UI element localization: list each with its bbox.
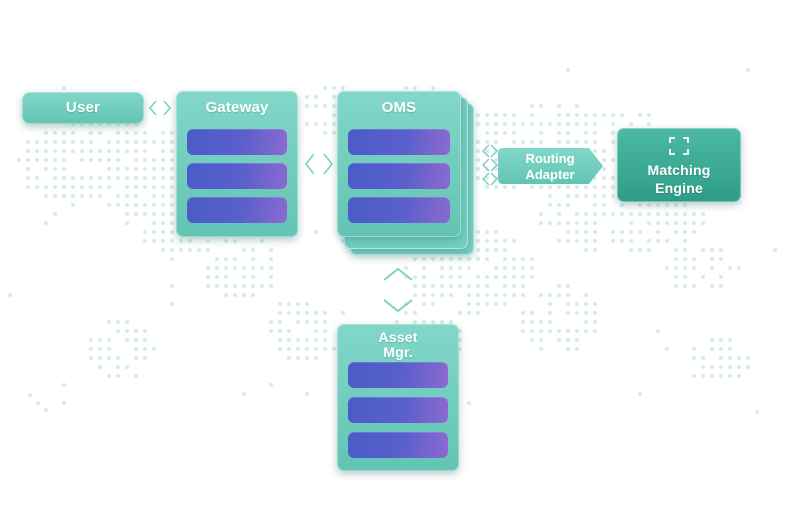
routing-adapter-node[interactable]: Routing Adapter xyxy=(497,147,603,185)
oms-bar-1 xyxy=(348,129,450,155)
matching-engine-label-line-2: Engine xyxy=(655,180,703,196)
gateway-label: Gateway xyxy=(205,99,269,116)
user-node[interactable]: User xyxy=(22,92,144,124)
gateway-node[interactable]: Gateway xyxy=(176,91,298,237)
asset-mgr-bar-1 xyxy=(348,362,448,388)
oms-node[interactable]: OMS xyxy=(337,91,461,237)
oms-routing-connector-icon xyxy=(481,144,499,186)
routing-adapter-label-line-1: Routing xyxy=(525,151,575,166)
asset-mgr-bar-3 xyxy=(348,432,448,458)
matching-engine-label-line-1: Matching xyxy=(647,162,711,178)
gateway-bar-3 xyxy=(187,197,287,223)
gateway-bar-2 xyxy=(187,163,287,189)
oms-label: OMS xyxy=(381,99,417,116)
oms-bar-3 xyxy=(348,197,450,223)
asset-mgr-label-line-2: Mgr. xyxy=(383,344,413,360)
gateway-oms-connector-icon xyxy=(304,153,334,175)
asset-mgr-node[interactable]: Asset Mgr. xyxy=(337,324,459,471)
user-gateway-connector-icon xyxy=(148,100,172,116)
gateway-bar-1 xyxy=(187,129,287,155)
routing-adapter-label-line-2: Adapter xyxy=(525,167,575,182)
asset-mgr-label-line-1: Asset xyxy=(378,329,418,345)
matching-engine-node[interactable]: Matching Engine xyxy=(617,128,741,202)
user-label: User xyxy=(65,99,101,116)
routing-adapter-shape xyxy=(498,148,603,184)
oms-bar-2 xyxy=(348,163,450,189)
asset-mgr-bar-2 xyxy=(348,397,448,423)
focus-frame-icon xyxy=(669,137,689,155)
oms-asset-connector-icon xyxy=(383,267,413,313)
